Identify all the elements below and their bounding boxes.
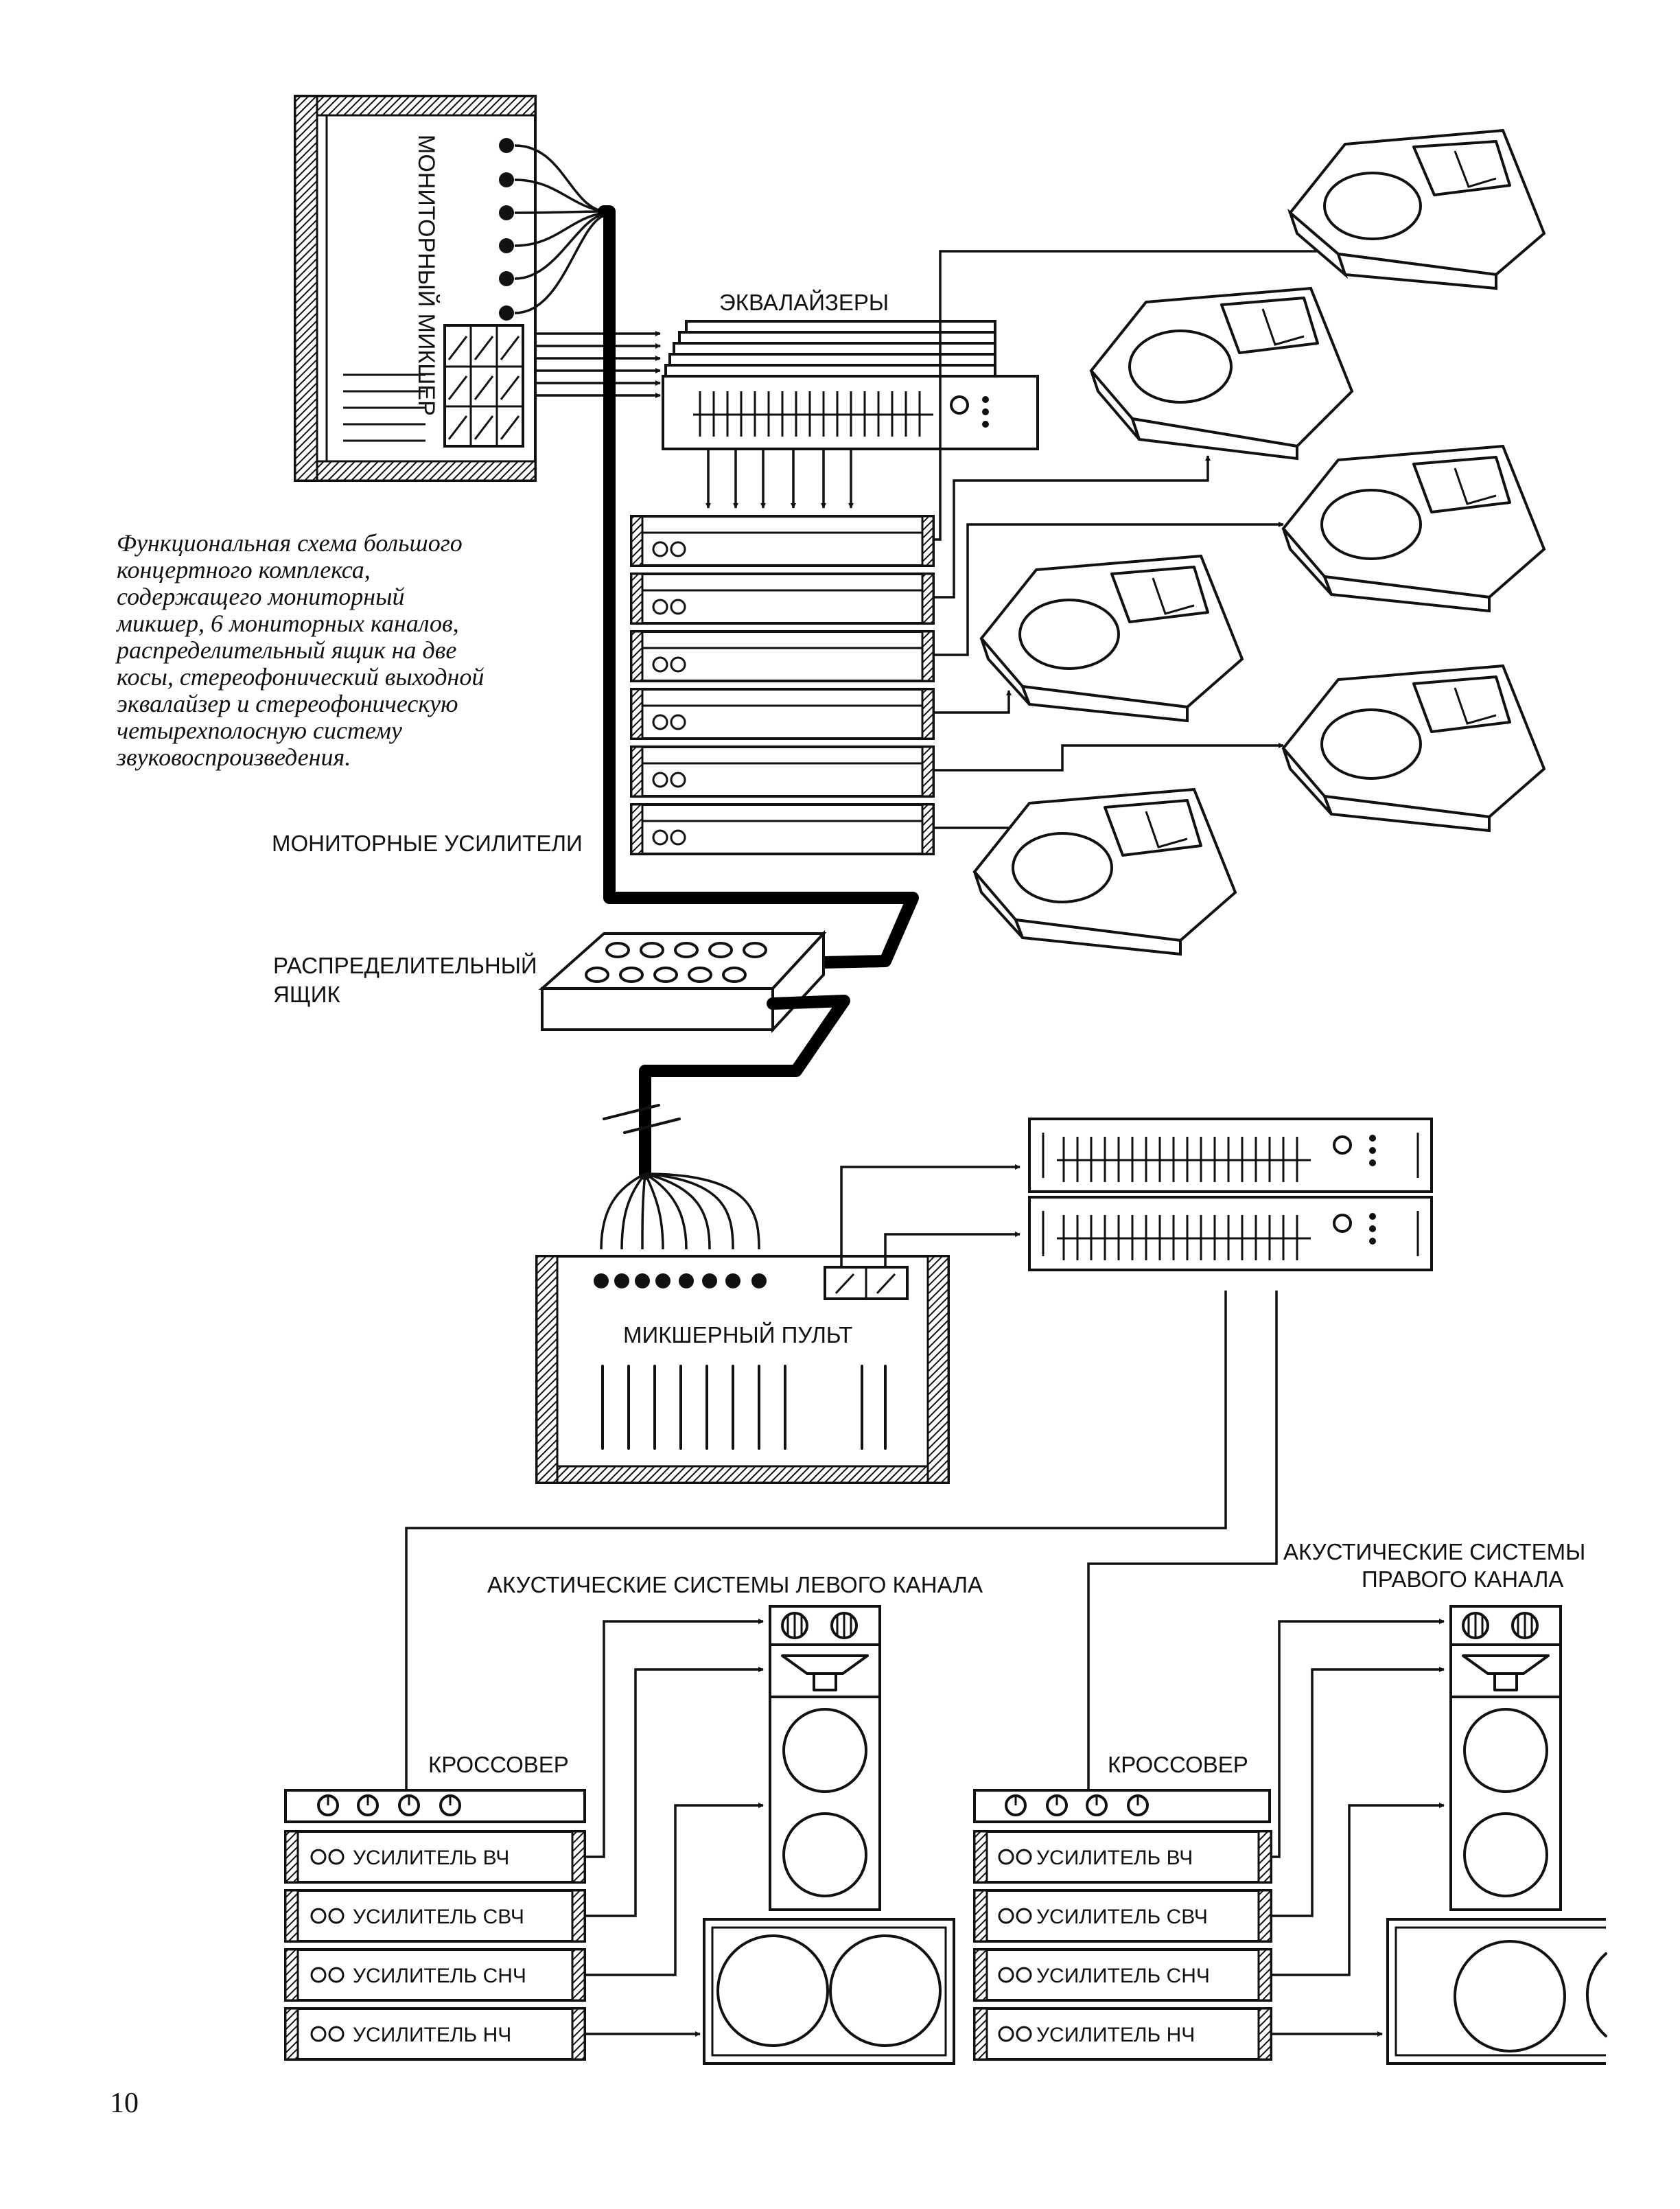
right-amplifier-stack: УСИЛИТЕЛЬ ВЧ УСИЛИТЕЛЬ СВЧ УСИЛИТЕЛЬ СНЧ… xyxy=(973,1830,1272,2061)
stereo-output-equalizer xyxy=(1028,1196,1433,1271)
floor-monitor xyxy=(1281,444,1546,613)
left-crossover-label: КРОССОВЕР xyxy=(428,1752,569,1777)
figure-caption: Функциональная схема большого концертног… xyxy=(117,530,597,771)
equalizer-sliders xyxy=(693,391,933,437)
amp-label: УСИЛИТЕЛЬ НЧ xyxy=(353,2024,511,2046)
console-to-stereo-eq-wires xyxy=(840,1164,1020,1267)
left-amplifier-uhf: УСИЛИТЕЛЬ СВЧ xyxy=(284,1889,586,1943)
page-number: 10 xyxy=(110,2087,139,2119)
distribution-box xyxy=(538,929,827,1034)
left-amplifier-lf: УСИЛИТЕЛЬ НЧ xyxy=(284,2007,586,2061)
equalizer-knob xyxy=(950,395,969,415)
left-speaker-stack xyxy=(703,1605,955,2065)
amp-label: УСИЛИТЕЛЬ НЧ xyxy=(1036,2024,1195,2046)
right-speakers-label-1: АКУСТИЧЕСКИЕ СИСТЕМЫ xyxy=(1283,1539,1585,1564)
equalizers-label: ЭКВАЛАЙЗЕРЫ xyxy=(719,290,889,315)
monitor-amplifiers-label: МОНИТОРНЫЕ УСИЛИТЕЛИ xyxy=(272,831,583,856)
amp-label: УСИЛИТЕЛЬ СВЧ xyxy=(1036,1906,1208,1928)
right-amplifier-hf: УСИЛИТЕЛЬ ВЧ xyxy=(973,1830,1272,1884)
caption-line: микшер, 6 мониторных каналов, xyxy=(117,610,459,637)
right-amp-to-speaker-wires xyxy=(1271,1619,1445,2037)
caption-line: четырехполосную систему xyxy=(117,717,402,744)
monitor-amplifier-stack xyxy=(630,515,935,855)
floor-monitor xyxy=(1089,286,1354,461)
console-input-wires xyxy=(600,1172,760,1250)
right-crossover xyxy=(973,1789,1271,1823)
floor-monitor xyxy=(979,554,1244,723)
mixing-console xyxy=(535,1255,950,1484)
amp-to-monitor-wires xyxy=(933,248,1325,836)
distribution-box-label-1: РАСПРЕДЕЛИТЕЛЬНЫЙ xyxy=(273,953,537,978)
right-speaker-stack xyxy=(1386,1605,1607,2065)
left-crossover xyxy=(284,1789,586,1823)
monitor-amplifier xyxy=(630,688,935,740)
mixing-console-label: МИКШЕРНЫЙ ПУЛЬТ xyxy=(623,1322,852,1348)
equalizer-stack xyxy=(662,320,1039,450)
amp-label: УСИЛИТЕЛЬ СВЧ xyxy=(353,1906,524,1928)
left-amplifier-stack: УСИЛИТЕЛЬ ВЧ УСИЛИТЕЛЬ СВЧ УСИЛИТЕЛЬ СНЧ… xyxy=(284,1830,586,2061)
amp-label: УСИЛИТЕЛЬ СНЧ xyxy=(353,1965,526,1987)
left-amplifier-hf: УСИЛИТЕЛЬ ВЧ xyxy=(284,1830,586,1884)
amp-label: УСИЛИТЕЛЬ ВЧ xyxy=(1036,1847,1193,1869)
monitor-amplifier xyxy=(630,515,935,567)
right-amplifier-mlf: УСИЛИТЕЛЬ СНЧ xyxy=(973,1948,1272,2002)
right-amplifier-lf: УСИЛИТЕЛЬ НЧ xyxy=(973,2007,1272,2061)
caption-line: концертного комплекса, xyxy=(117,556,371,583)
right-amplifier-uhf: УСИЛИТЕЛЬ СВЧ xyxy=(973,1889,1272,1943)
main-multicore-cable xyxy=(598,205,919,969)
stereo-output-equalizer xyxy=(1028,1118,1433,1193)
caption-line: косы, стереофонический выходной xyxy=(117,663,485,691)
left-amplifier-mlf: УСИЛИТЕЛЬ СНЧ xyxy=(284,1948,586,2002)
caption-line: Функциональная схема большого xyxy=(117,529,463,557)
console-multicore-cable xyxy=(639,995,850,1180)
floor-monitor xyxy=(1287,128,1546,290)
monitor-amplifier xyxy=(630,803,935,855)
caption-line: содержащего мониторный xyxy=(117,583,405,610)
floor-monitor xyxy=(972,787,1237,956)
floor-monitor xyxy=(1281,664,1546,833)
eq-to-crossover-wires xyxy=(404,1291,1278,1802)
mixer-faders xyxy=(343,373,425,442)
caption-line: звуковоспроизведения. xyxy=(117,743,351,771)
left-amp-to-speaker-wires xyxy=(585,1619,764,2037)
mixer-to-eq-wires xyxy=(535,331,661,398)
monitor-mixer-label: МОНИТОРНЫЙ МИКШЕР xyxy=(413,135,439,416)
caption-line: распределительный ящик на две xyxy=(117,636,457,664)
console-faders xyxy=(601,1365,887,1450)
mixer-wires xyxy=(514,144,605,314)
monitor-amplifier xyxy=(630,630,935,682)
mixer-meters xyxy=(443,324,524,448)
right-crossover-label: КРОССОВЕР xyxy=(1108,1752,1248,1777)
left-speakers-label: АКУСТИЧЕСКИЕ СИСТЕМЫ ЛЕВОГО КАНАЛА xyxy=(487,1572,983,1597)
caption-line: эквалайзер и стереофоническую xyxy=(117,690,458,717)
amp-label: УСИЛИТЕЛЬ СНЧ xyxy=(1036,1965,1210,1987)
eq-to-amp-wires xyxy=(705,449,854,509)
monitor-amplifier xyxy=(630,573,935,625)
amp-label: УСИЛИТЕЛЬ ВЧ xyxy=(353,1847,509,1869)
mixer-knobs xyxy=(499,138,514,321)
monitor-amplifier xyxy=(630,745,935,798)
distribution-box-label-2: ЯЩИК xyxy=(273,982,340,1007)
right-speakers-label-2: ПРАВОГО КАНАЛА xyxy=(1362,1566,1563,1592)
monitor-mixer: МОНИТОРНЫЙ МИКШЕР xyxy=(294,95,537,482)
